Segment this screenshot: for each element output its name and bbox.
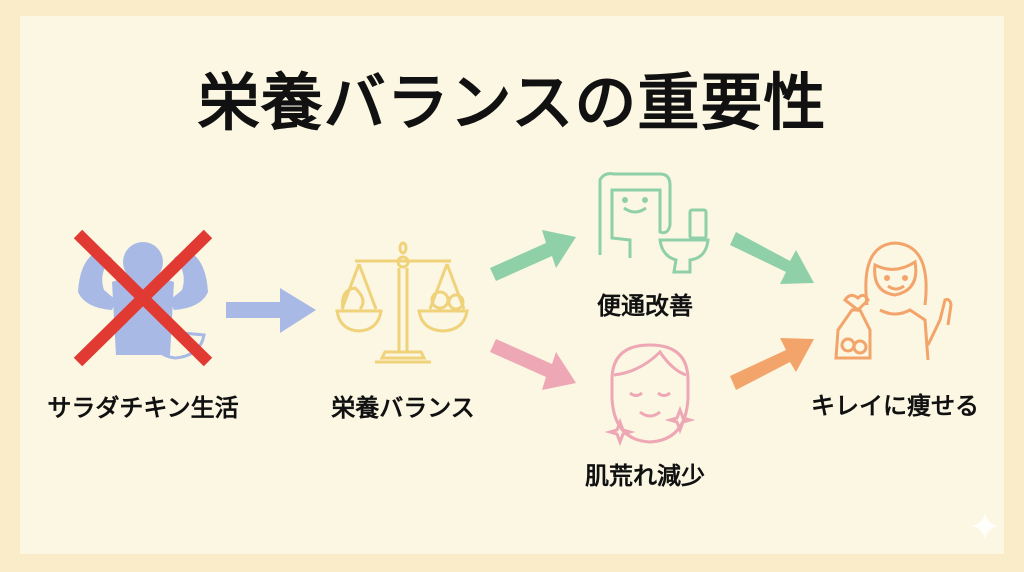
node-label-balance: 栄養バランス [331,395,475,422]
page-title: 栄養バランスの重要性 [197,69,827,138]
sparkle-icon [971,512,999,540]
node-label-salad-chicken: サラダチキン生活 [47,395,239,422]
node-label-bowel: 便通改善 [597,293,693,320]
arrow-up-right-icon [490,230,576,281]
muscle-person-icon [78,242,208,360]
intestine-toilet-icon [598,172,710,274]
arrow-down-right-icon [730,232,814,284]
arrow-down-right-icon [490,339,576,390]
node-label-skin: 肌荒れ減少 [585,463,705,490]
arrow-up-right-icon [730,338,814,390]
balance-scale-icon [335,241,469,364]
woman-with-bag-icon [834,241,953,361]
cross-mark-icon [73,229,213,367]
arrow-right-icon [226,288,316,333]
face-sparkle-icon [604,343,696,447]
node-label-slim: キレイに痩せる [811,393,979,420]
